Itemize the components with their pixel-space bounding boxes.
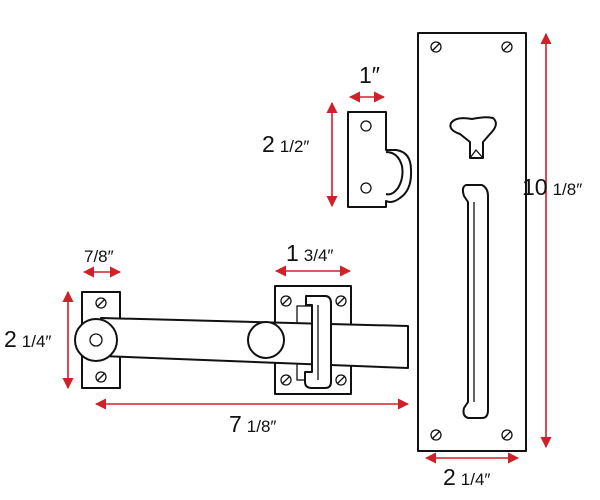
plate-screw-top-left xyxy=(430,41,442,53)
back-plate xyxy=(417,32,527,452)
pivot-boss xyxy=(74,318,118,362)
latch-knob xyxy=(247,321,285,359)
hook-keeper-hook xyxy=(385,151,404,196)
pivot-width-label: 7/8″ xyxy=(84,247,114,266)
pivot-screw-bottom xyxy=(95,371,107,383)
keeper-screw-top xyxy=(360,120,372,132)
guide-screw-top-left xyxy=(280,295,292,307)
thumb-turn-stem xyxy=(469,148,484,159)
plate-screw-bottom-right xyxy=(501,429,513,441)
dimension-lines xyxy=(62,32,552,464)
plate-screw-bottom-left xyxy=(430,429,442,441)
pivot-hole xyxy=(89,333,103,347)
keeper-screw-bottom xyxy=(360,182,372,194)
guide-screw-bottom-right xyxy=(335,374,347,386)
pivot-screw-top xyxy=(95,297,107,309)
pull-handle xyxy=(461,184,489,419)
keeper-width-label: 1″ xyxy=(359,62,380,88)
hook-keeper-outline xyxy=(347,111,413,208)
guide-screw-top-right xyxy=(335,295,347,307)
guide-screw-bottom-left xyxy=(280,374,292,386)
latch-assembly xyxy=(74,285,409,395)
thumb-turn xyxy=(449,116,497,159)
hook-keeper xyxy=(347,111,413,208)
plate-screw-top-right xyxy=(501,41,513,53)
